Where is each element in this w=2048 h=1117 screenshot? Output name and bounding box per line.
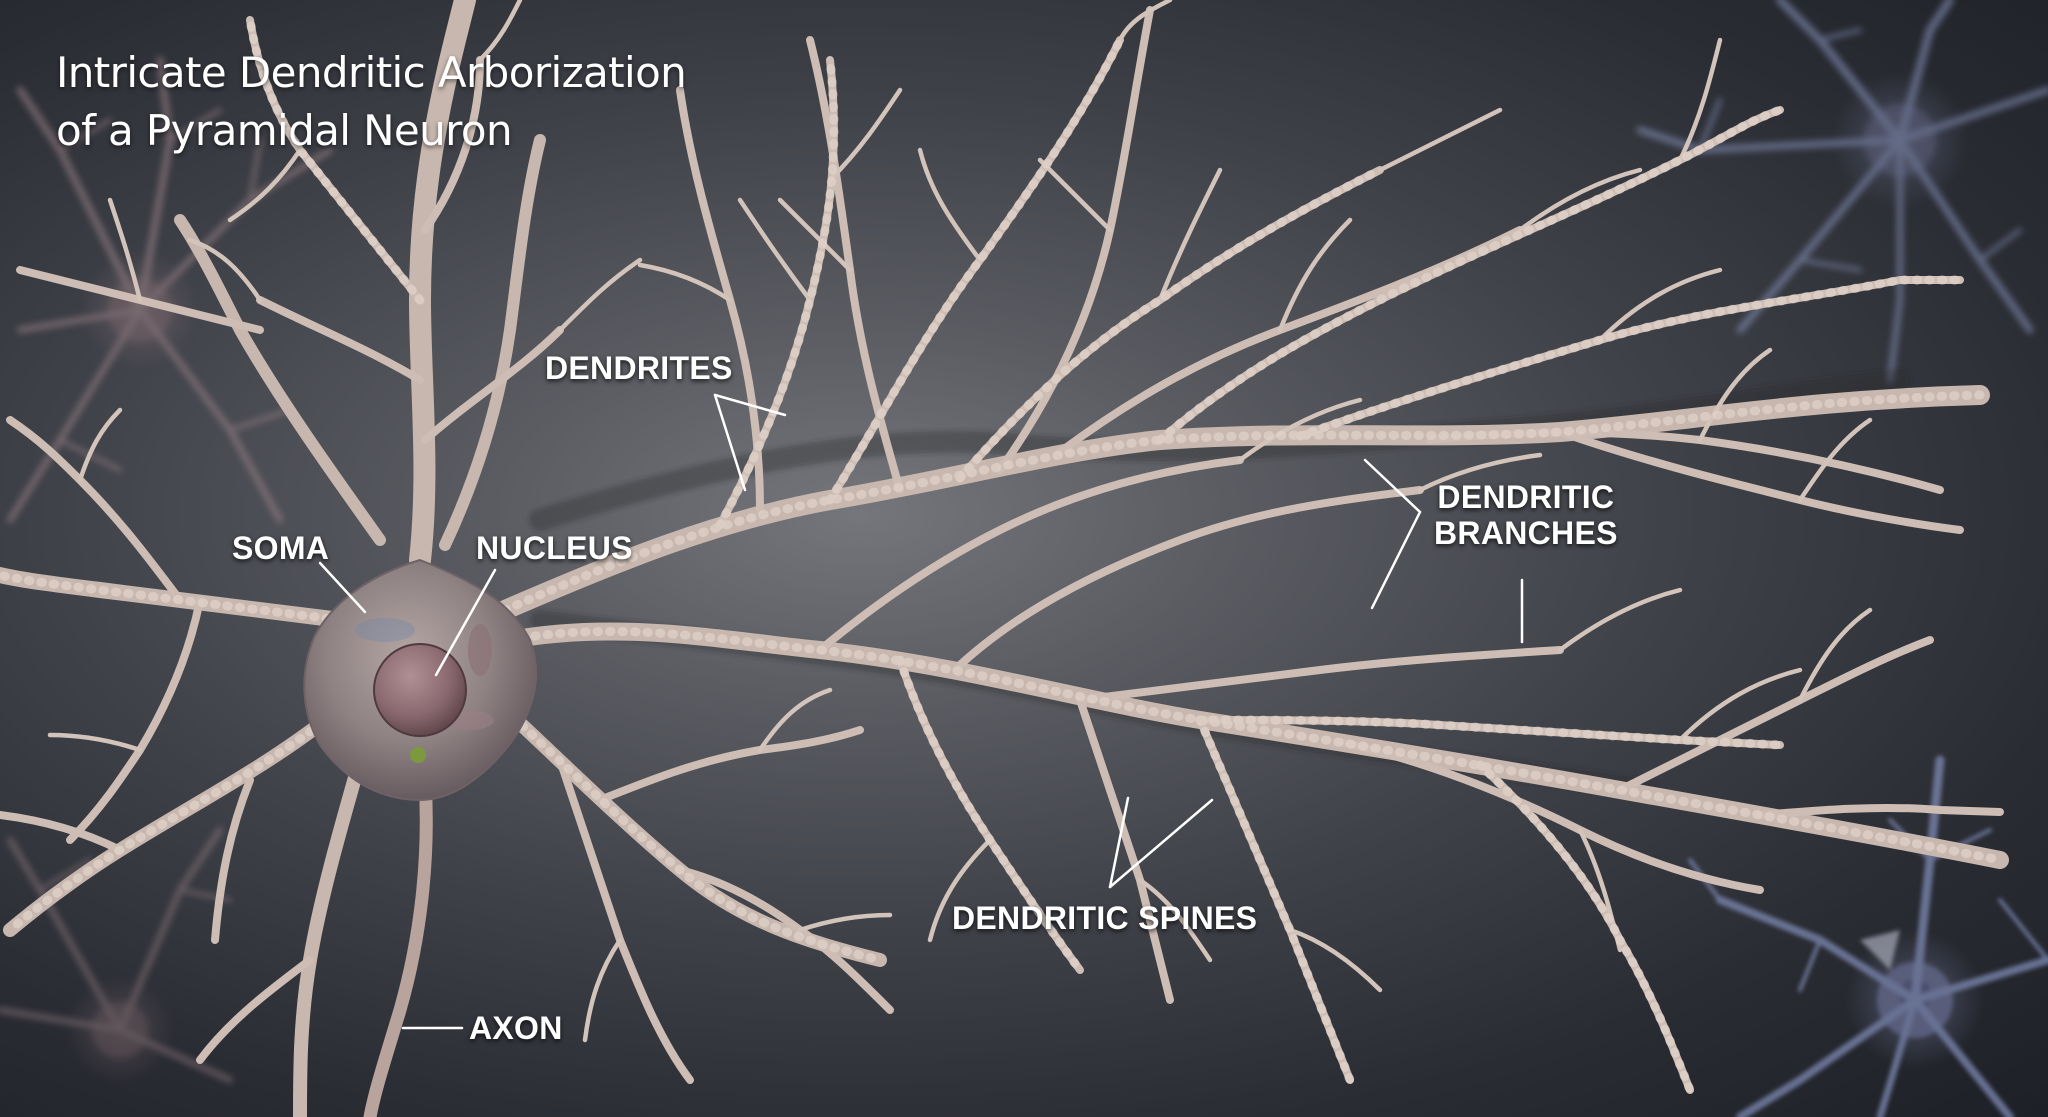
label-axon: AXON [469,1010,563,1046]
label-dendritic-branches-line-1: DENDRITIC [1437,479,1615,515]
background-neuron-bottom-right [1688,755,2048,1117]
title-line-2: of a Pyramidal Neuron [56,106,513,155]
label-dendritic-spines: DENDRITIC SPINES [952,900,1258,936]
leader-lines [318,393,1524,1030]
soma-organelle [468,624,492,676]
label-nucleus: NUCLEUS [476,530,633,566]
tertiary-dendrites [47,0,1873,1043]
organelle-dot [410,747,426,763]
dendritic-spine-texture [0,15,2005,1095]
label-dendritic-branches: DENDRITIC BRANCHES [1434,479,1618,551]
axon [363,773,433,1117]
title-line-1: Intricate Dendritic Arborization [56,48,687,97]
diagram-title: Intricate Dendritic Arborization of a Py… [56,44,687,160]
background-neuron-top-right [1636,0,2048,383]
soma-organelle [355,618,415,642]
label-dendrites: DENDRITES [545,350,733,386]
background-neuron-bottom-left [0,827,233,1085]
label-dendritic-branches-line-2: BRANCHES [1434,515,1618,551]
nucleus [373,643,467,737]
label-soma: SOMA [232,530,330,566]
